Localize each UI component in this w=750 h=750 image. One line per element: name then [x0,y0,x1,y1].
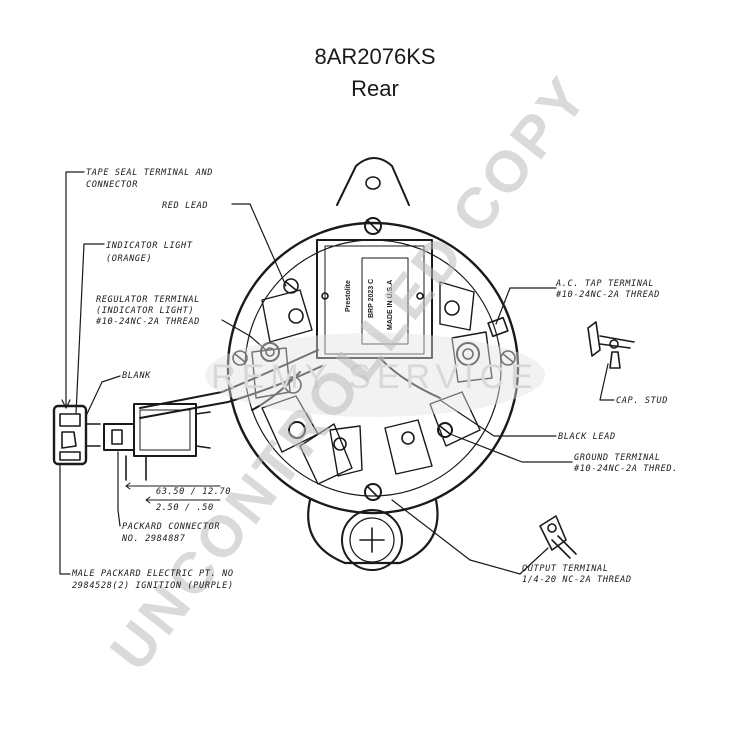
label-output-2: 1/4-20 NC-2A THREAD [522,575,632,585]
label-black-lead: BLACK LEAD [558,432,616,442]
label-red-lead: RED LEAD [162,201,208,211]
wiring [139,349,441,419]
label-ac-tap-1: A.C. TAP TERMINAL [555,279,654,289]
label-ac-tap-2: #10-24NC-2A THREAD [555,290,660,300]
cap-stud [587,321,635,369]
regulator-part: BRP 2023 C [368,279,375,318]
terminals [232,217,516,501]
label-output-1: OUTPUT TERMINAL [522,564,609,574]
label-reg-term-3: #10-24NC-2A THREAD [95,317,200,327]
diagram-title: 8AR2076KS [314,44,436,69]
label-packard-2: NO. 2984887 [121,534,186,544]
dimension-lines [125,482,221,504]
label-reg-term-1: REGULATOR TERMINAL [96,295,200,305]
label-dim-2: 2.50 / .50 [156,503,214,513]
tape-seal-connector [52,404,101,466]
leader-lines [59,171,615,575]
label-male-packard-1: MALE PACKARD ELECTRIC PT. NO [71,569,234,579]
label-blank: BLANK [122,371,151,381]
label-cap-stud: CAP. STUD [616,396,668,406]
label-packard-1: PACKARD CONNECTOR [122,522,220,532]
label-ground-2: #10-24NC-2A THRED. [573,464,678,474]
diagram-subtitle: Rear [351,76,399,101]
regulator-made: MADE IN U.S.A [387,280,394,330]
label-ground-1: GROUND TERMINAL [574,453,661,463]
output-terminal [539,515,577,559]
label-indicator-2: (ORANGE) [106,254,152,264]
label-dim-1: 63.50 / 12.70 [156,487,231,497]
watermark-logo: REMY SERVICE [211,358,539,396]
regulator-brand: Prestolite [345,280,352,312]
packard-connector [103,403,211,481]
label-tape-seal-1: TAPE SEAL TERMINAL AND [86,168,213,178]
callout-labels: TAPE SEAL TERMINAL AND CONNECTOR RED LEA… [71,168,678,591]
housing [226,157,520,571]
label-tape-seal-2: CONNECTOR [86,180,138,190]
label-male-packard-2: 2984528(2) IGNITION (PURPLE) [72,581,234,591]
label-indicator-1: INDICATOR LIGHT [106,241,193,251]
regulator: Prestolite BRP 2023 C MADE IN U.S.A [316,239,433,359]
label-reg-term-2: (INDICATOR LIGHT) [96,306,194,316]
